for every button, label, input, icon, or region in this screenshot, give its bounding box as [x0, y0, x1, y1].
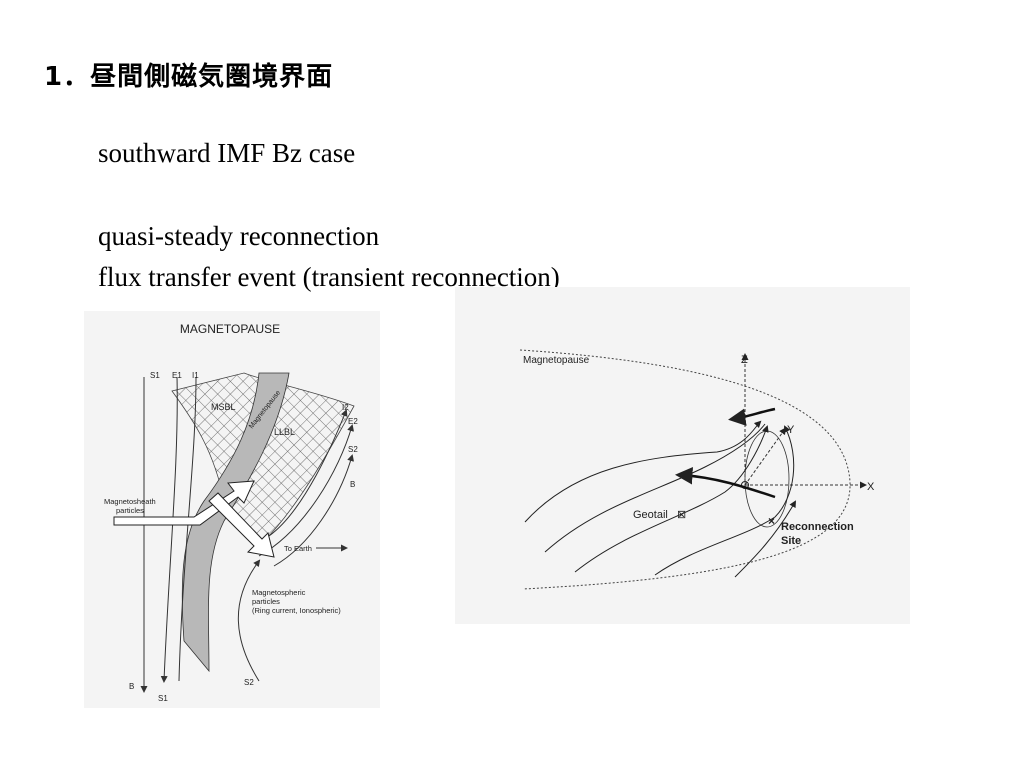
magnetopause-diagram-svg: MAGNETOPAUSE S1 E1 I1 MSBL Magnetopause …: [104, 322, 358, 703]
label-b-right: B: [350, 480, 355, 489]
field-line-4: [654, 425, 795, 576]
label-s1-bottom: S1: [158, 694, 168, 703]
label-x-axis: X: [867, 481, 875, 493]
text-line-quasi-steady: quasi-steady reconnection: [98, 221, 380, 251]
field-line-3: [574, 425, 769, 573]
label-s2-bottom: S2: [244, 678, 254, 687]
magnetopause-band: [181, 372, 290, 673]
field-line-5: [734, 500, 796, 578]
diagram-title: MAGNETOPAUSE: [180, 322, 280, 336]
earthward-particle-arrow: [208, 492, 275, 558]
field-line-i1: [178, 376, 197, 682]
slide-heading: 1．昼間側磁気圏境界面: [44, 62, 334, 92]
flow-arrow-upper: [728, 407, 776, 426]
reconnection-ellipse: [744, 430, 790, 528]
label-magnetospheric-2: particles: [252, 597, 280, 606]
label-i1: I1: [192, 371, 199, 380]
y-axis-line: [744, 427, 787, 486]
field-line-s2-lower: [237, 559, 261, 682]
field-line-e1: [160, 376, 178, 683]
flow-arrow-lower: [675, 466, 776, 499]
label-reconnection-2: Site: [781, 535, 801, 547]
field-line-2: [544, 423, 766, 553]
label-i2: I2: [342, 403, 349, 412]
label-e1: E1: [172, 371, 182, 380]
magnetopause-diagram: MAGNETOPAUSE S1 E1 I1 MSBL Magnetopause …: [84, 311, 380, 708]
boundary-layer-hatch: [171, 372, 355, 542]
label-b-bottom: B: [129, 682, 134, 691]
label-magnetopause: Magnetopause: [523, 355, 590, 366]
label-to-earth: To Earth: [284, 544, 312, 553]
field-line-i2: [268, 409, 348, 537]
field-line-s2: [273, 454, 354, 567]
label-magnetospheric-3: (Ring current, Ionospheric): [252, 606, 341, 615]
magnetopause-curve: [519, 349, 851, 590]
label-msbl: MSBL: [211, 402, 236, 412]
label-magnetosheath-1: Magnetosheath: [104, 497, 156, 506]
reconnection-diagram-svg: ⊠ × Magnetopause Z Y X Geotail Reconnect…: [519, 349, 875, 590]
field-line-1: [524, 420, 762, 523]
label-reconnection-1: Reconnection: [781, 521, 854, 533]
label-magnetosheath-2: particles: [116, 506, 144, 515]
label-magnetospheric-1: Magnetospheric: [252, 588, 306, 597]
label-s1-top: S1: [150, 371, 160, 380]
label-llbl: LLBL: [274, 427, 295, 437]
label-geotail: Geotail: [633, 509, 668, 521]
text-line-southward-imf: southward IMF Bz case: [98, 138, 356, 168]
reconnection-x-marker-icon: ×: [768, 514, 775, 528]
label-z-axis: Z: [741, 354, 748, 366]
label-y-axis: Y: [787, 424, 795, 436]
label-e2: E2: [348, 417, 358, 426]
spacecraft-marker-icon: ⊠: [677, 509, 686, 521]
field-line-e2: [258, 424, 354, 557]
label-s2-top: S2: [348, 445, 358, 454]
reconnection-diagram: ⊠ × Magnetopause Z Y X Geotail Reconnect…: [455, 287, 910, 624]
